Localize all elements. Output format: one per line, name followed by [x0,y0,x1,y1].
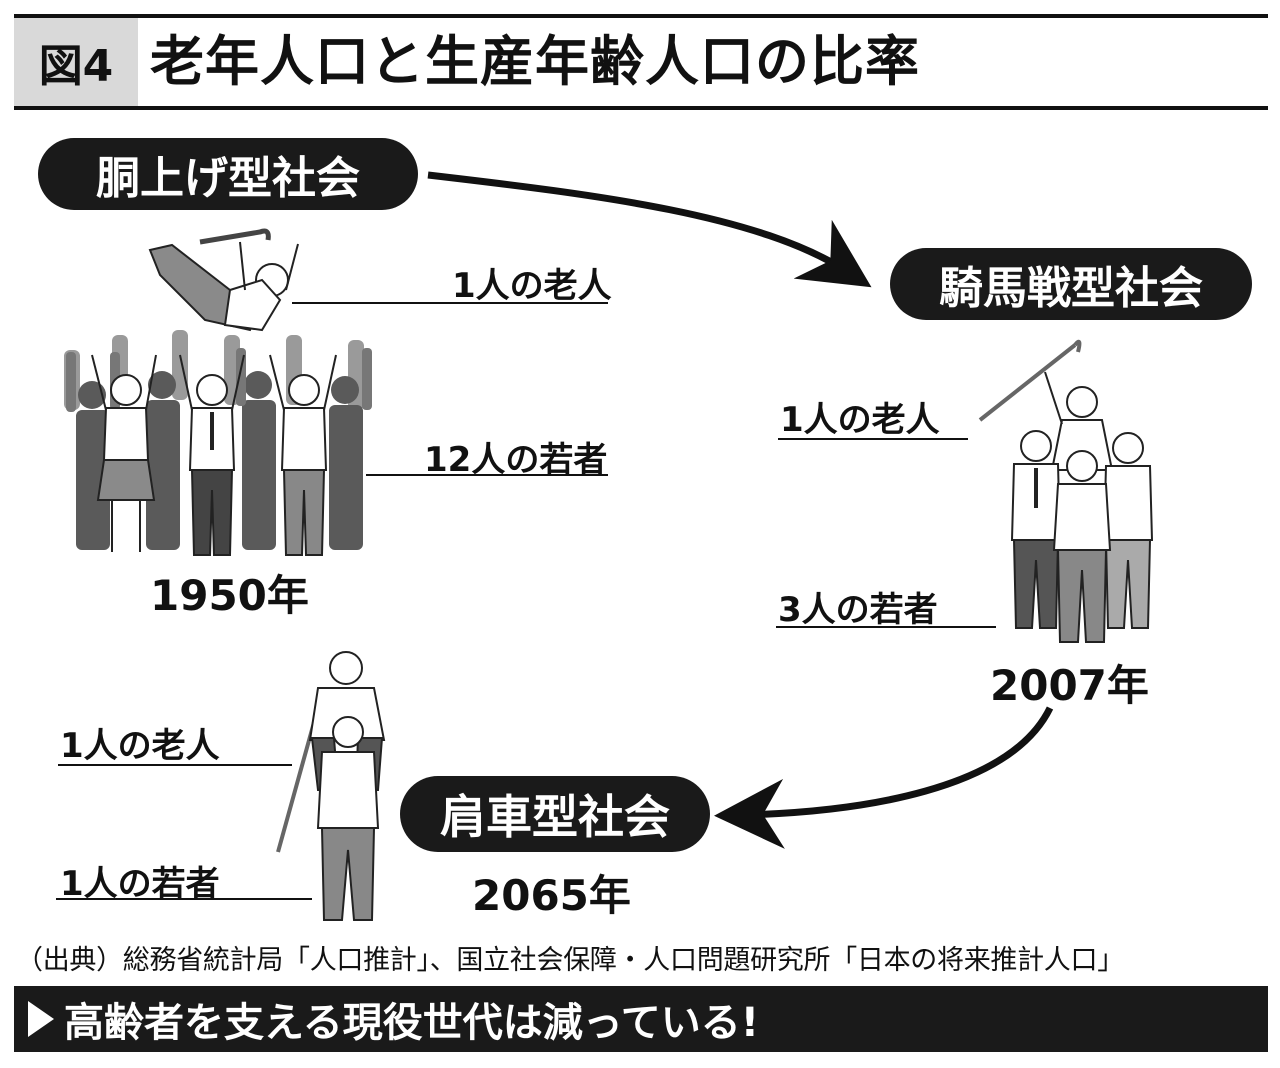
header-bottom-rule [14,106,1268,110]
stage-1950-elder-label: 1人の老人 [452,266,612,306]
stage-2065-year: 2065年 [472,871,631,920]
arrow-1950-to-2007 [427,171,872,288]
stage-2007-name: 騎馬戦型社会 [890,248,1252,320]
stage-2065-young-label: 1人の若者 [60,864,220,904]
footer-banner: 高齢者を支える現役世代は減っている! [14,986,1268,1052]
source-note: （出典）総務省統計局「人口推計」、国立社会保障・人口問題研究所「日本の将来推計人… [16,945,1124,976]
figure-label: 図4 [14,18,138,106]
stage-2065-name: 肩車型社会 [400,776,710,852]
stage-1950-elder-leader [292,302,608,304]
stage-1950-name: 胴上げ型社会 [38,138,418,210]
stage-1950-year: 1950年 [150,571,309,620]
header-top-rule [14,14,1268,18]
page-title: 老年人口と生産年齢人口の比率 [150,30,920,93]
footer-message: 高齢者を支える現役世代は減っている! [64,1000,760,1046]
stage-2007-young-leader [776,626,996,628]
stage-2065-young-leader [56,898,312,900]
stage-2065-elder-leader [58,764,292,766]
stage-2065-elder-label: 1人の老人 [60,726,220,766]
stage-2007-elder-leader [778,438,968,440]
arrow-2007-to-2065 [714,706,1054,849]
stage-2007-young-label: 3人の若者 [778,590,938,630]
stage-2007-elder-label: 1人の老人 [780,400,940,440]
stage-2007-year: 2007年 [990,661,1149,710]
pair-2065-figures [276,651,386,921]
stage-1950-young-label: 12人の若者 [424,440,608,480]
play-triangle-icon [28,1001,54,1037]
stage-1950-young-leader [366,474,608,476]
group-2007-figures [978,339,1154,643]
crowd-1950-figures [64,228,372,556]
